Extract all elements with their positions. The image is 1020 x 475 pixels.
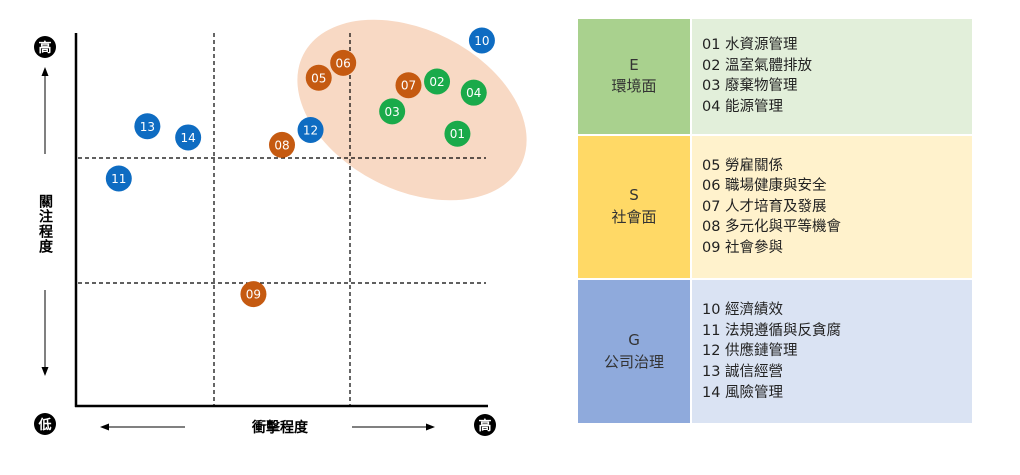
data-point-label: 07 bbox=[401, 79, 416, 93]
data-point-08: 08 bbox=[269, 131, 295, 158]
legend-row-environment: E 環境面 01 水資源管理 02 溫室氣體排放 03 廢棄物管理 04 能源管… bbox=[576, 17, 974, 136]
legend-item: 05 勞雇關係 bbox=[702, 157, 784, 174]
x-axis-right-arrow bbox=[352, 423, 435, 431]
data-point-marker bbox=[468, 27, 495, 54]
legend-item: 03 廢棄物管理 bbox=[702, 78, 798, 95]
y-low-badge: 低 bbox=[34, 413, 56, 435]
legend-item: 07 人才培育及發展 bbox=[702, 198, 827, 215]
data-point-label: 13 bbox=[140, 120, 155, 134]
legend-item: 11 法規遵循與反貪腐 bbox=[702, 322, 842, 339]
data-point-06: 06 bbox=[330, 49, 357, 76]
data-point-marker bbox=[379, 98, 406, 125]
legend-item: 06 職場健康與安全 bbox=[702, 178, 827, 195]
data-point-label: 10 bbox=[474, 34, 489, 48]
data-point-03: 03 bbox=[379, 98, 406, 125]
data-point-marker bbox=[269, 131, 295, 158]
legend-row-social: S 社會面 05 勞雇關係 06 職場健康與安全 07 人才培育及發展 08 多… bbox=[576, 133, 974, 281]
legend-category-social: S 社會面 bbox=[576, 133, 692, 281]
y-low-badge-text: 低 bbox=[37, 417, 51, 433]
legend-item: 08 多元化與平等機會 bbox=[702, 219, 842, 236]
legend-item: 10 經濟績效 bbox=[702, 302, 784, 319]
data-point-13: 13 bbox=[134, 113, 161, 140]
legend-name-social: 社會面 bbox=[611, 208, 657, 227]
legend-item: 12 供應鏈管理 bbox=[702, 343, 798, 360]
data-point-label: 14 bbox=[181, 131, 196, 145]
data-point-label: 01 bbox=[450, 127, 465, 141]
legend-items-governance: 10 經濟績效 11 法規遵循與反貪腐 12 供應鏈管理 13 誠信經營 14 … bbox=[690, 278, 974, 425]
data-point-marker bbox=[395, 72, 422, 99]
legend-items-environment: 01 水資源管理 02 溫室氣體排放 03 廢棄物管理 04 能源管理 bbox=[690, 17, 974, 136]
legend-category-governance: G 公司治理 bbox=[576, 278, 692, 425]
data-point-09: 09 bbox=[240, 281, 267, 308]
data-point-marker bbox=[444, 120, 471, 147]
data-point-marker bbox=[240, 281, 267, 308]
esg-topic-legend: E 環境面 01 水資源管理 02 溫室氣體排放 03 廢棄物管理 04 能源管… bbox=[576, 17, 974, 425]
y-axis-up-arrow bbox=[41, 67, 49, 154]
data-point-label: 04 bbox=[466, 86, 481, 100]
legend-letter-g: G bbox=[628, 330, 640, 349]
x-axis-label: 衝擊程度 bbox=[251, 419, 309, 436]
data-point-label: 12 bbox=[303, 123, 318, 137]
data-point-marker bbox=[424, 68, 451, 95]
data-point-04: 04 bbox=[460, 79, 487, 106]
materiality-matrix: 高 低 高 關注程度 衝擊程度 01 02 03 04 05 06 07 08 09 10 11 12… bbox=[34, 19, 527, 436]
data-point-02: 02 bbox=[424, 68, 451, 95]
data-point-marker bbox=[330, 49, 357, 76]
legend-name-environment: 環境面 bbox=[611, 77, 657, 96]
data-point-marker bbox=[305, 64, 332, 91]
x-high-badge-text: 高 bbox=[478, 418, 491, 434]
legend-row-governance: G 公司治理 10 經濟績效 11 法規遵循與反貪腐 12 供應鏈管理 13 誠… bbox=[576, 278, 974, 425]
legend-letter-e: E bbox=[629, 55, 639, 74]
data-point-marker bbox=[460, 79, 487, 106]
legend-item: 02 溫室氣體排放 bbox=[702, 57, 813, 74]
data-point-label: 09 bbox=[246, 288, 261, 302]
data-point-label: 02 bbox=[429, 75, 444, 89]
data-points: 01 02 03 04 05 06 07 08 09 10 11 12 13 14 bbox=[105, 27, 495, 308]
data-point-01: 01 bbox=[444, 120, 471, 147]
data-point-label: 03 bbox=[385, 105, 400, 119]
y-high-badge-text: 高 bbox=[38, 40, 51, 56]
data-point-10: 10 bbox=[468, 27, 495, 54]
data-point-11: 11 bbox=[105, 165, 132, 192]
data-point-label: 08 bbox=[274, 138, 289, 152]
legend-item: 04 能源管理 bbox=[702, 98, 784, 115]
legend-name-governance: 公司治理 bbox=[603, 352, 664, 371]
legend-items-social: 05 勞雇關係 06 職場健康與安全 07 人才培育及發展 08 多元化與平等機… bbox=[690, 133, 974, 281]
data-point-14: 14 bbox=[175, 124, 202, 151]
data-point-07: 07 bbox=[395, 72, 422, 99]
y-axis-down-arrow bbox=[41, 290, 49, 376]
data-point-label: 06 bbox=[336, 56, 351, 70]
x-axis-left-arrow bbox=[100, 423, 185, 431]
data-point-marker bbox=[175, 124, 202, 151]
legend-item: 13 誠信經營 bbox=[702, 363, 784, 380]
data-point-marker bbox=[297, 116, 324, 143]
x-high-badge: 高 bbox=[474, 414, 496, 436]
y-axis-label: 關注程度 bbox=[37, 194, 53, 254]
data-point-12: 12 bbox=[297, 116, 324, 143]
legend-item: 09 社會參與 bbox=[702, 239, 784, 256]
y-high-badge: 高 bbox=[34, 36, 56, 58]
data-point-marker bbox=[134, 113, 161, 140]
data-point-label: 05 bbox=[311, 71, 326, 85]
legend-letter-s: S bbox=[629, 186, 639, 205]
data-point-marker bbox=[105, 165, 132, 192]
data-point-05: 05 bbox=[305, 64, 332, 91]
data-point-label: 11 bbox=[111, 172, 126, 186]
legend-item: 01 水資源管理 bbox=[702, 37, 798, 54]
grid-lines bbox=[78, 33, 486, 406]
legend-item: 14 風險管理 bbox=[702, 384, 784, 401]
legend-category-environment: E 環境面 bbox=[576, 17, 692, 136]
